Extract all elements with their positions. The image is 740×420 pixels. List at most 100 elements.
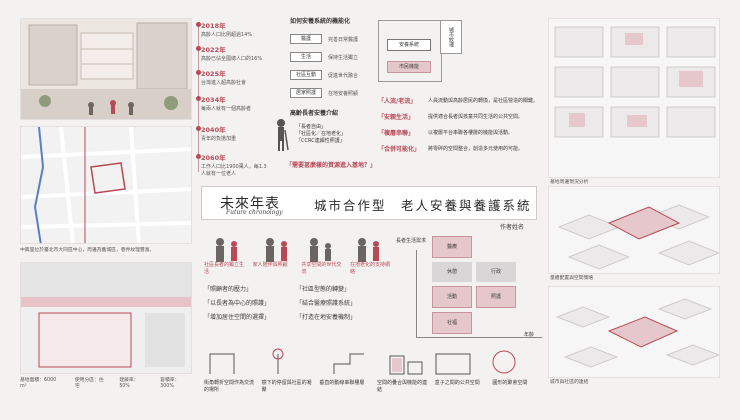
stat-area: 基地面積：6000 m² (20, 378, 57, 390)
needs-cell: 休憩 (432, 262, 472, 282)
people-captions: 社區長者的獨立生活 家人陪伴與照顧 共享空間的世代交流 在地老化的支持網絡 (204, 262, 394, 276)
timeline-dot (196, 126, 201, 131)
concept-label: 「複層串聯」 (378, 130, 415, 138)
timeline-dot (196, 70, 201, 75)
pathway-list: 「長者自由」 「社區化／在地老化」 「CCRC連續性照護」 (296, 124, 346, 144)
title-band: 未來年表 Future chronology 城市合作型 老人安養與養護系統 (201, 186, 537, 220)
function-desc: 在地安養照顧 (328, 91, 359, 97)
function-tag: 居家照護 (290, 88, 322, 98)
concept-diagram: 安養系統 市民機能 (378, 20, 442, 82)
iso-massing-illustration (557, 204, 719, 270)
list-left: 「照顧者的壓力」 「以長者為中心的照護」 「增加居住空間的選擇」 (204, 286, 284, 322)
author-name: 作者姓名 (500, 224, 525, 231)
bottom-captions: 街角轉折空間作為交流的場所 樹下的停留與社區的凝聚 垂直的動線串聯樓層 空間的疊… (204, 380, 544, 394)
site-plan-illustration (21, 263, 191, 373)
iso-massing-panel (548, 186, 720, 274)
needs-diagram-title: 長者生活需求 (396, 238, 427, 244)
list-left-item: 「以長者為中心的照護」 (204, 300, 271, 308)
iso-city-panel (548, 286, 720, 378)
needs-cell: 行政 (476, 262, 516, 282)
needs-axis-x (416, 337, 542, 338)
bottom-caption: 空間的疊合與機能的連結 (377, 380, 428, 393)
people-row (204, 236, 394, 272)
title-subtitle: Future chronology (226, 209, 283, 216)
site-map-1 (20, 126, 192, 244)
timeline-dot (196, 22, 201, 27)
pathway-quote: 「需要甚麼樣的資源進入基地？」 (286, 162, 377, 169)
bottom-caption: 樹下的停留與社區的凝聚 (261, 380, 312, 393)
map1-caption: 中興里位於臺北市大同區中心，周邊為舊城區，巷弄紋理豐富。 (20, 248, 155, 253)
iso-grid-panel (548, 18, 720, 178)
timeline-desc: 每兩人就有一個高齡者 (201, 106, 252, 112)
site-plan-map (20, 262, 192, 374)
timeline-item: 2040年 青年的負擔加重 (201, 124, 236, 142)
list-right-item: 「社區型態的轉變」 (296, 286, 351, 293)
timeline-year: 2040年 (201, 126, 226, 134)
concept-label: 「人流/老流」 (378, 98, 417, 105)
right-caption: 量體配置與空間策略 (550, 276, 594, 281)
diagram-box-function: 市民機能 (387, 61, 431, 73)
bottom-caption: 盒子之間的公共空間 (434, 380, 480, 386)
function-desc: 促進世代融合 (328, 73, 359, 79)
timeline-desc: 高齡人口比例超過14% (201, 32, 253, 38)
iso-grid-illustration (554, 26, 716, 138)
concept-text: 以複層平台串聯各樓層的機能與活動。 (428, 130, 514, 137)
needs-diagram: 長者生活需求 醫療 休憩 活動 行政 照護 社福 年齡 (396, 232, 546, 344)
stat-far: 容積率：300% (160, 378, 180, 390)
function-desc: 完善日常醫護 (328, 37, 359, 43)
concept-text: 人員流動與高齡居民的轉換，是社區營造的關鍵。 (428, 98, 539, 104)
timeline-year: 2025年 (201, 70, 226, 78)
timeline-dot (196, 96, 201, 101)
list-right: 「社區型態的轉變」 「結合醫療照護系統」 「打造在地安養機制」 (296, 286, 380, 322)
list-left-item: 「照顧者的壓力」 (204, 286, 253, 293)
atrium-illustration (21, 19, 191, 119)
pathway-line: 「長者自由」 (296, 124, 327, 130)
needs-axis-label: 年齡 (524, 332, 535, 338)
concept-item: 「人流/老流」 人員流動與高齡居民的轉換，是社區營造的關鍵。 (378, 98, 543, 106)
list-right-item: 「結合醫療照護系統」 (296, 300, 357, 308)
timeline-item: 2034年 每兩人就有一個高齡者 (201, 94, 251, 112)
functions-title: 如何安養系統的機能化 (290, 18, 351, 25)
bottom-caption: 圓形的聚會空間 (492, 380, 528, 386)
title-project: 城市合作型 老人安養與養護系統 (314, 198, 532, 213)
concept-label: 「合併可能化」 (378, 146, 421, 154)
bottom-diagram-row (204, 348, 534, 376)
needs-cell: 醫療 (432, 236, 472, 258)
iso-city-illustration (555, 298, 719, 368)
needs-cell: 社福 (432, 312, 472, 334)
function-tag: 生活 (290, 52, 322, 62)
function-tag: 醫護 (290, 34, 322, 44)
timeline-year: 2060年 (201, 154, 226, 162)
bottom-caption: 街角轉折空間作為交流的場所 (204, 380, 255, 393)
stat-zone: 使用分區：住宅 (74, 378, 104, 390)
map2-stats: 基地面積：6000 m² 使用分區：住宅 建蔽率：50% 容積率：300% (20, 378, 192, 390)
diagram-box-system: 安養系統 (387, 39, 431, 51)
concept-item: 「合併可能化」 將零碎的空間整合，創造多元使用的可能。 (378, 146, 543, 154)
timeline-desc: 工作人口比1900萬人，每1.3人就有一位老人 (201, 164, 267, 177)
needs-cell: 照護 (476, 286, 516, 308)
pathway-line: 「CCRC連續性照護」 (296, 137, 345, 144)
title-main: 未來年表 (220, 196, 280, 212)
timeline-desc: 青年的負擔加重 (201, 136, 237, 142)
elderly-figure-icon (272, 118, 290, 156)
timeline-desc: 台灣進入超高齡社會 (201, 80, 247, 86)
timeline-dot (196, 46, 201, 51)
street-map-illustration (21, 127, 191, 243)
concept-list: 「人流/老流」 人員流動與高齡居民的轉換，是社區營造的關鍵。 「安親生活」 提供… (378, 98, 543, 154)
needs-axis-y (416, 250, 417, 338)
timeline-item: 2025年 台灣進入超高齡社會 (201, 68, 246, 86)
timeline-year: 2022年 (201, 46, 226, 54)
function-tag: 社區互動 (290, 70, 322, 80)
people-caption: 家人陪伴與照顧 (252, 262, 288, 268)
bottom-caption: 垂直的動線串聯樓層 (319, 380, 365, 386)
diagram-box-fabric: 城市紋理 (440, 20, 462, 54)
pathway-title: 高齡長者安養介紹 (290, 110, 339, 117)
timeline-item: 2018年 高齡人口比例超過14% (201, 20, 252, 38)
people-caption: 共享空間的世代交流 (301, 262, 342, 275)
timeline-year: 2018年 (201, 22, 226, 30)
people-illustration (216, 238, 379, 262)
timeline-year: 2034年 (201, 96, 226, 104)
concept-label: 「安親生活」 (378, 114, 415, 122)
bottom-diagrams-illustration (209, 348, 516, 375)
atrium-photo (20, 18, 192, 120)
